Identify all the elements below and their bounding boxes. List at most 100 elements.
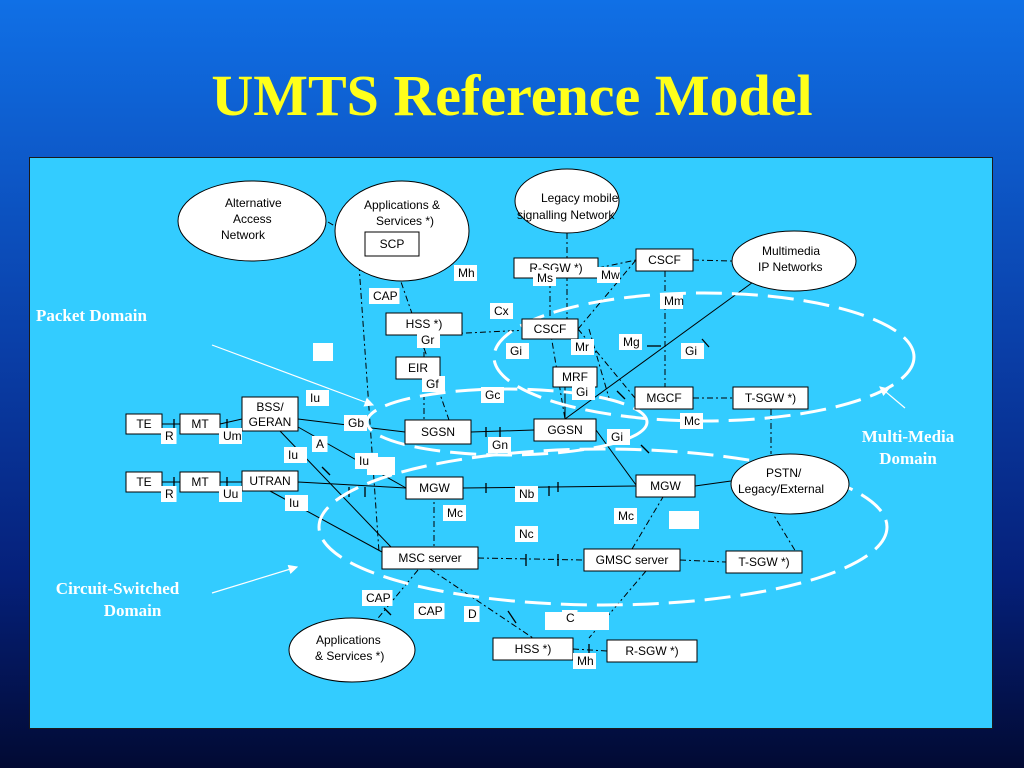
- multimedia-domain-label: Multi-Media Domain: [861, 427, 955, 468]
- node-mgw-right: MGW: [635, 474, 696, 498]
- interface-gi-1: Gi: [506, 343, 529, 359]
- circuit-switched-domain-label: Circuit-Switched Domain: [55, 579, 180, 620]
- interface-cap-bottom-2: CAP: [414, 603, 445, 619]
- interface-label: Iu: [310, 391, 320, 405]
- interface-d: D: [464, 606, 480, 622]
- packet-domain-label: Packet Domain: [36, 306, 147, 325]
- node-label: MT: [191, 417, 209, 431]
- cloud-apps-services-bottom: Applications& Services *): [288, 617, 416, 683]
- node-cscf-mid: CSCF: [521, 318, 579, 340]
- interface-label: CAP: [418, 604, 443, 618]
- interface-a: A: [312, 436, 328, 452]
- cloud-legacy-signalling: Legacy mobile signalling Network: [514, 168, 620, 234]
- cloud-label: signalling Network: [517, 208, 615, 222]
- node-label: R-SGW *): [625, 644, 678, 658]
- interface-cx: Cx: [490, 303, 513, 319]
- cloud-label: Access: [233, 212, 272, 226]
- interface-label: Ms: [537, 271, 553, 285]
- interface-mc-2: Mc: [443, 505, 466, 521]
- domain-outlines: [317, 291, 916, 607]
- node-msc-server: MSC server: [381, 546, 479, 570]
- node-bss-geran: BSS/GERAN: [241, 396, 299, 432]
- interface-label: Mm: [664, 294, 684, 308]
- node-sgsn: SGSN: [404, 419, 472, 445]
- node-label: GGSN: [547, 423, 582, 437]
- interface-label: Nc: [519, 527, 534, 541]
- node-label: CSCF: [648, 253, 681, 267]
- cloud-label: IP Networks: [758, 260, 822, 274]
- interface-label: Mw: [601, 268, 620, 282]
- node-t-sgw-top: T-SGW *): [732, 386, 809, 410]
- node-label: SCP: [380, 237, 405, 251]
- node-label: MGW: [650, 479, 681, 493]
- interface-label: Gc: [485, 388, 500, 402]
- interface-iu-3: Iu: [355, 453, 378, 469]
- node-utran: UTRAN: [241, 470, 299, 492]
- interface-label: Um: [223, 429, 242, 443]
- interface-iu-2: Iu: [284, 447, 307, 463]
- interface-gb: Gb: [344, 415, 367, 431]
- node-label: GERAN: [249, 415, 292, 429]
- interface-label: R: [165, 429, 174, 443]
- cloud-label: Alternative: [225, 196, 282, 210]
- interface-cap-bottom-1: CAP: [362, 590, 393, 606]
- cloud-label: Multimedia: [762, 244, 820, 258]
- node-label: T-SGW *): [738, 555, 789, 569]
- interface-gf: Gf: [422, 376, 445, 392]
- node-label: SGSN: [421, 425, 455, 439]
- interface-label: Iu: [359, 454, 369, 468]
- node-label: EIR: [408, 361, 428, 375]
- interface-r-2: R: [161, 486, 177, 502]
- interface-label: Uu: [223, 487, 238, 501]
- node-r-sgw-bottom: R-SGW *): [606, 639, 698, 663]
- interface-gc: Gc: [481, 387, 504, 403]
- cloud-label: Network: [221, 228, 266, 242]
- interface-mh-top: Mh: [454, 265, 477, 281]
- interface-gi-3: Gi: [572, 384, 595, 400]
- interface-gi-4: Gi: [607, 429, 630, 445]
- interface-mg: Mg: [619, 334, 642, 350]
- interface-iu-4: Iu: [285, 495, 308, 511]
- interface-label: Mc: [618, 509, 634, 523]
- cloud-label: PSTN/: [766, 466, 802, 480]
- node-label: TE: [136, 417, 151, 431]
- interface-label: R: [165, 487, 174, 501]
- cs-domain-arrow: [211, 564, 299, 594]
- node-eir: EIR: [395, 356, 441, 380]
- node-mt-2: MT: [179, 471, 221, 493]
- multimedia-domain-outline: [492, 291, 916, 423]
- node-cscf-top: CSCF: [635, 248, 694, 272]
- interface-ms: Ms: [533, 270, 556, 286]
- interface-c: C: [562, 610, 578, 626]
- interface-r-1: R: [161, 428, 177, 444]
- node-label: MRF: [562, 370, 588, 384]
- connection-lines: [162, 221, 803, 654]
- node-label: T-SGW *): [745, 391, 796, 405]
- node-label: BSS/: [256, 400, 284, 414]
- interface-cap-top: CAP: [369, 288, 400, 304]
- interface-label: CAP: [373, 289, 398, 303]
- blank-box: [669, 511, 699, 529]
- interface-label: Mr: [575, 340, 589, 354]
- cloud-multimedia-ip: Multimedia IP Networks: [731, 230, 857, 292]
- circuit-switched-domain-outline: [317, 447, 889, 607]
- interface-label: Mh: [577, 654, 594, 668]
- interface-label: Mh: [458, 266, 475, 280]
- interface-label: Gi: [685, 344, 697, 358]
- cloud-label: Legacy mobile: [541, 191, 619, 205]
- interface-label: C: [566, 611, 575, 625]
- interface-label: Gn: [492, 438, 508, 452]
- interface-gi-2: Gi: [681, 343, 704, 359]
- node-gmsc-server: GMSC server: [583, 548, 681, 572]
- node-label: CSCF: [534, 322, 567, 336]
- interface-label: Mc: [684, 414, 700, 428]
- interface-mh-bottom: Mh: [573, 653, 596, 669]
- node-te-2: TE: [125, 471, 163, 493]
- interface-label: Mc: [447, 506, 463, 520]
- cloud-pstn-legacy: PSTN/Legacy/External: [730, 453, 850, 515]
- interface-nb: Nb: [515, 486, 538, 502]
- node-label: HSS *): [515, 642, 552, 656]
- node-label: UTRAN: [249, 474, 290, 488]
